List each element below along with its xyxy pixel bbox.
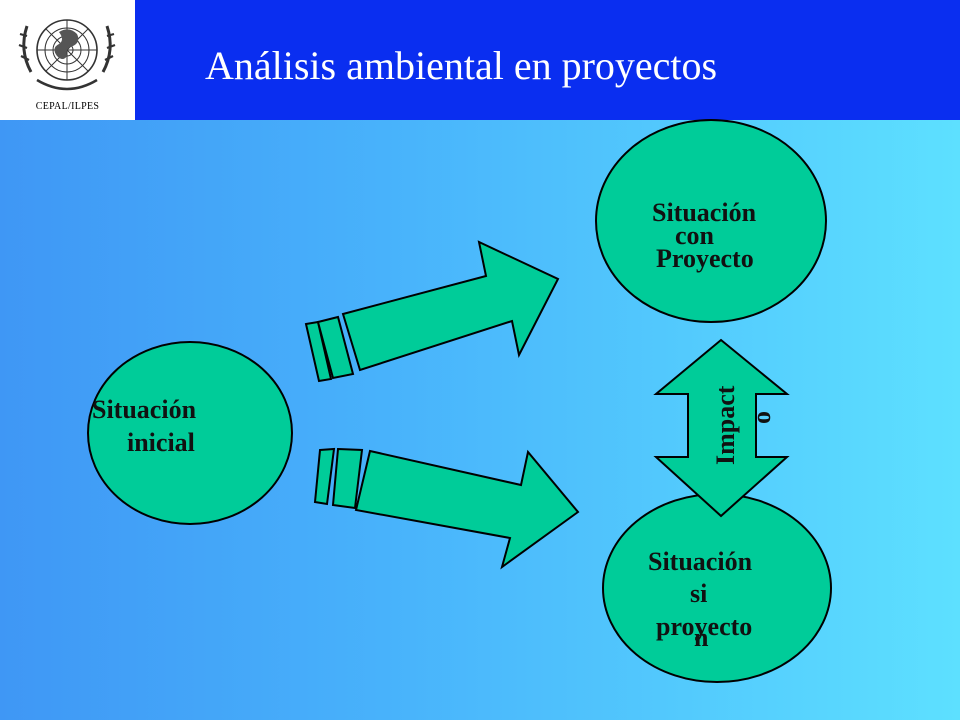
with-project-label-line2: con [675, 221, 715, 250]
title-bar [135, 0, 960, 120]
without-project-label-line1: Situación [648, 547, 753, 576]
impact-label-line1: Impact [711, 385, 740, 465]
without-project-node [602, 493, 832, 683]
without-project-label-line4: n [694, 623, 709, 652]
logo-panel: CEPAL/ILPES [0, 0, 135, 120]
initial-label-line1: Situación [92, 395, 197, 424]
un-emblem-icon [18, 19, 116, 91]
impact-double-arrow [653, 338, 790, 518]
with-project-label-line3: Proyecto [656, 244, 754, 273]
initial-situation-node [87, 341, 293, 525]
slide-title: Análisis ambiental en proyectos [205, 43, 718, 88]
upper-arrow [304, 240, 560, 383]
impact-label-line2: o [747, 411, 776, 424]
lower-arrow [313, 447, 580, 570]
without-project-label-line2: si [690, 579, 707, 608]
with-project-label-line1: Situación [652, 198, 757, 227]
with-project-node [595, 119, 827, 323]
initial-label-line2: inicial [127, 428, 195, 457]
logo-caption: CEPAL/ILPES [35, 101, 100, 112]
without-project-label-line3: proyecto [656, 612, 752, 641]
